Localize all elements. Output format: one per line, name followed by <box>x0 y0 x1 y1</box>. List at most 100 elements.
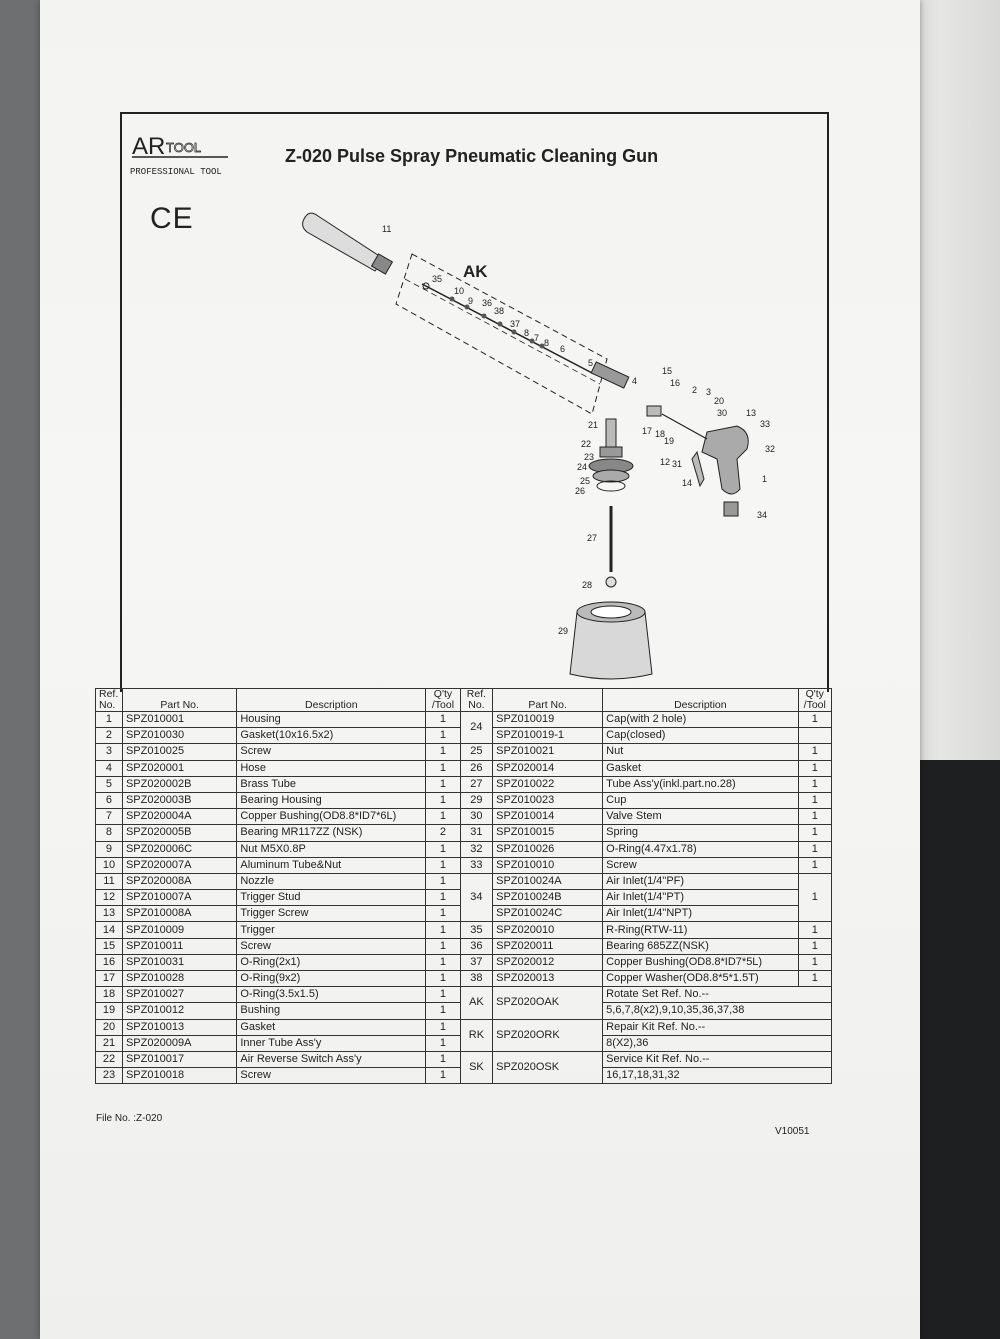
logo-mark-icon: AR TOOL PROFESSIONAL TOOL <box>130 133 228 177</box>
desc-cell: Inner Tube Ass'y <box>236 1034 427 1052</box>
callout-38: 38 <box>494 306 504 316</box>
part-cell: SPZ010030 <box>121 727 238 745</box>
callout-1: 1 <box>762 474 767 484</box>
desc-cell: Bearing MR117ZZ (NSK) <box>236 824 427 842</box>
ref-cell: 3 <box>95 743 123 761</box>
desc-cell: Repair Kit Ref. No.-- <box>602 1018 832 1036</box>
callout-labels: 11 35 10 9 36 38 37 8 7 8 6 5 4 15 16 2 … <box>382 224 775 636</box>
callout-6: 6 <box>560 344 565 354</box>
callout-23: 23 <box>584 452 594 462</box>
ref-cell: 18 <box>95 986 123 1004</box>
parts-table-wrap: Ref. No. Part No. Description Q'ty /Tool… <box>95 688 832 1085</box>
paper-sheet: AR TOOL PROFESSIONAL TOOL Z-020 Pulse Sp… <box>40 0 920 1339</box>
desc-cell: Bearing 685ZZ(NSK) <box>602 937 799 955</box>
desc-cell: O-Ring(3.5x1.5) <box>236 986 427 1004</box>
part-cell: SPZ020001 <box>121 759 238 777</box>
callout-31: 31 <box>672 459 682 469</box>
qty-cell: 1 <box>425 921 461 939</box>
desc-cell: Brass Tube <box>236 775 427 793</box>
desc-cell: Screw <box>236 1067 427 1085</box>
callout-27: 27 <box>587 533 597 543</box>
qty-cell: 1 <box>425 1034 461 1052</box>
desc-cell: Gasket <box>602 759 799 777</box>
ref-cell: 1 <box>95 710 123 729</box>
desc-cell: Air Inlet(1/4"PF) <box>602 872 799 891</box>
qty-cell: 1 <box>797 759 832 777</box>
desc-cell: Aluminum Tube&Nut <box>236 856 427 874</box>
qty-cell: 1 <box>797 824 832 842</box>
desc-cell: Nut M5X0.8P <box>236 840 427 858</box>
part-cell: SPZ020003B <box>121 791 238 810</box>
callout-21: 21 <box>588 420 598 430</box>
header-ref-no: Ref. No. <box>95 688 123 712</box>
callout-2: 2 <box>692 385 697 395</box>
ref-cell: 38 <box>459 969 494 988</box>
ref-cell: 5 <box>95 775 123 793</box>
desc-cell: Copper Washer(OD8.8*5*1.5T) <box>602 969 799 988</box>
file-number: File No. :Z-020 <box>96 1113 163 1124</box>
desc-cell: Trigger Stud <box>236 889 427 907</box>
ref-cell: 15 <box>95 937 123 955</box>
callout-22: 22 <box>581 439 591 449</box>
callout-12: 12 <box>660 457 670 467</box>
part-cell: SPZ020008A <box>121 872 238 891</box>
qty-cell: 1 <box>797 808 832 826</box>
part-cell: SPZ010022 <box>492 775 604 793</box>
ref-cell: 26 <box>459 759 494 777</box>
qty-cell: 1 <box>425 856 461 874</box>
callout-3: 3 <box>706 387 711 397</box>
part-cell: SPZ020OAK <box>492 986 604 1020</box>
part-cell: SPZ010028 <box>121 969 238 988</box>
desc-cell: Copper Bushing(OD8.8*ID7*6L) <box>236 808 427 826</box>
part-cell: SPZ010024C <box>492 905 604 923</box>
callout-26: 26 <box>575 486 585 496</box>
part-cell: SPZ020014 <box>492 759 604 777</box>
desc-cell: Gasket(10x16.5x2) <box>236 727 427 745</box>
qty-cell: 1 <box>797 969 832 988</box>
desc-cell: Cap(closed) <box>602 727 799 745</box>
qty-cell: 1 <box>425 759 461 777</box>
logo-ar: AR <box>132 133 165 160</box>
desc-cell: Nut <box>602 743 799 761</box>
qty-cell: 1 <box>425 969 461 988</box>
desc-cell: O-Ring(4.47x1.78) <box>602 840 799 858</box>
callout-7: 7 <box>534 333 539 343</box>
callout-10: 10 <box>454 286 464 296</box>
part-cell: SPZ020004A <box>121 808 238 826</box>
parts-table: Ref. No. Part No. Description Q'ty /Tool… <box>95 688 832 1085</box>
part-cell: SPZ020OSK <box>492 1050 604 1085</box>
part-cell: SPZ010013 <box>121 1018 238 1036</box>
ref-cell: 29 <box>459 791 494 810</box>
qty-cell <box>797 727 832 745</box>
callout-32: 32 <box>765 444 775 454</box>
ref-cell: 12 <box>95 889 123 907</box>
qty-cell: 1 <box>425 710 461 729</box>
part-cell: SPZ020002B <box>121 775 238 793</box>
ref-cell: 23 <box>95 1067 123 1085</box>
desc-cell: 5,6,7,8(x2),9,10,35,36,37,38 <box>602 1002 832 1020</box>
callout-13: 13 <box>746 408 756 418</box>
callout-18: 18 <box>655 429 665 439</box>
ref-cell: 14 <box>95 921 123 939</box>
part-cell: SPZ010021 <box>492 743 604 761</box>
ref-cell: RK <box>459 1018 494 1052</box>
part-cell: SPZ010019-1 <box>492 727 604 745</box>
qty-cell: 1 <box>797 937 832 955</box>
ref-cell: 16 <box>95 953 123 972</box>
header-part-no-2: Part No. <box>492 688 604 712</box>
callout-4: 4 <box>632 376 637 386</box>
ref-cell: 36 <box>459 937 494 955</box>
part-cell: SPZ010008A <box>121 905 238 923</box>
ref-cell: 25 <box>459 743 494 761</box>
drawing-frame: AR TOOL PROFESSIONAL TOOL Z-020 Pulse Sp… <box>120 112 829 692</box>
qty-cell: 1 <box>797 743 832 761</box>
nozzle-part-icon <box>302 212 394 275</box>
